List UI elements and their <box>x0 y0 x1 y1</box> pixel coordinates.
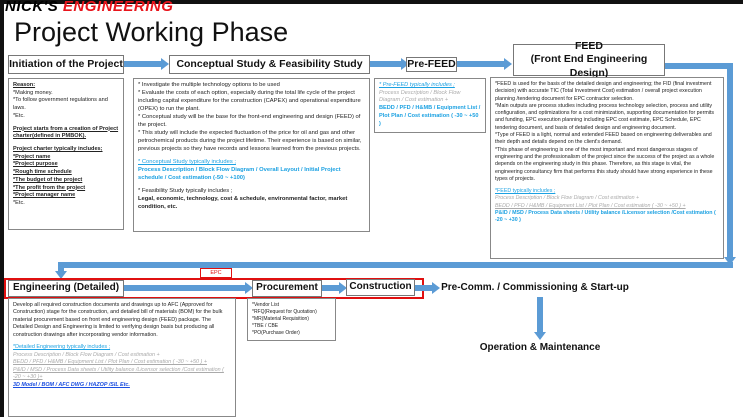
conceptual-includes-heading: * Conceptual Study typically includes ; <box>138 158 236 165</box>
conceptual-includes: Process Description / Block Flow Diagram… <box>138 166 341 181</box>
arrow-head <box>401 58 409 70</box>
prefeed-heading: * Pre-FEED typically includes ; <box>379 82 455 88</box>
arrow-head <box>534 332 546 340</box>
engineering-details: Develop all required construction docume… <box>8 298 236 417</box>
procurement-item: *TBE / CBE <box>252 322 279 329</box>
prefeed-grey: Process Description / Block Flow Diagram… <box>379 89 461 104</box>
arrow-conceptual-to-prefeed <box>370 61 402 67</box>
engineering-p1: Develop all required construction docume… <box>13 302 223 338</box>
charter-item: *Project purpose <box>13 161 58 168</box>
engineering-includes-heading: *Detailed Engineering typically includes… <box>13 344 111 351</box>
charter-item: *Project name <box>13 153 51 160</box>
initiation-details: Reason: *Making money. *To follow govern… <box>8 78 124 230</box>
arrow-head <box>724 257 736 265</box>
feed-grey2: BEDD / PFD / H&MB / Equipment List / Plo… <box>495 202 686 209</box>
arrow-initiation-to-conceptual <box>124 61 162 67</box>
arrow-prefeed-to-feed <box>457 61 505 67</box>
feed-includes-heading: *FEED typically includes ; <box>495 188 556 195</box>
arrow-proc-to-const <box>322 285 340 291</box>
slide-frame-left <box>0 0 4 417</box>
feed-subtitle: (Front End Engineering Design) <box>530 53 648 79</box>
feed-details: *FEED is used for the basis of the detai… <box>490 77 724 259</box>
procurement-item: *Vendor List <box>252 302 279 308</box>
feasibility-heading: * Feasibility Study typically includes ; <box>138 187 233 194</box>
logo: NICK'S ENGINEERING <box>5 0 174 15</box>
conceptual-details: * Investigate the multiple technology op… <box>133 78 370 232</box>
procurement-item: *RFQ(Request for Quotation) <box>252 308 317 315</box>
engineering-blue: 3D Model / BOM / AFC DWG / HAZOP /SIL Et… <box>13 381 130 388</box>
engineering-grey1: Process Description / Block Flow Diagram… <box>13 351 160 358</box>
conceptual-p2: * Evaluate the costs of each option, esp… <box>138 89 361 112</box>
phase-operation-maintenance[interactable]: Operation & Maintenance <box>470 340 610 357</box>
arrow-head <box>55 271 67 279</box>
charter-etc: *Etc. <box>13 200 25 207</box>
engineering-grey3: P&ID / MSD / Process Data sheets / Utili… <box>13 366 224 381</box>
page-title: Project Working Phase <box>14 17 289 47</box>
charter-item: *The budget of the project <box>13 176 83 183</box>
conceptual-p4: * This study will include the expected f… <box>138 129 362 152</box>
reason-heading: Reason: <box>13 82 36 88</box>
epc-label: EPC <box>200 268 232 278</box>
feed-p3: *Type of FEED is a light, normal and ext… <box>495 132 712 146</box>
conceptual-p3: * Conceptual study will be the base for … <box>138 113 361 128</box>
phase-conceptual-feasibility[interactable]: Conceptual Study & Feasibility Study <box>169 55 370 74</box>
feed-p1: *FEED is used for the basis of the detai… <box>495 81 712 102</box>
arrow-head <box>339 282 347 294</box>
arrow-precomm-to-om <box>537 297 543 333</box>
arrow-head <box>432 282 440 294</box>
phase-engineering[interactable]: Engineering (Detailed) <box>8 280 124 297</box>
engineering-grey2: BEDD / PFD / H&MB / Equipment List / Plo… <box>13 359 207 366</box>
procurement-details: *Vendor List *RFQ(Request for Quotation)… <box>247 298 336 341</box>
charter-item: *The profit from the project <box>13 184 86 191</box>
reason-item: *Etc. <box>13 112 25 119</box>
prefeed-details: * Pre-FEED typically includes ; Process … <box>374 78 486 133</box>
feed-p2: *Main outputs are process studies includ… <box>495 102 715 131</box>
conceptual-p1: * Investigate the multiple technology op… <box>138 82 280 88</box>
charter-item: *Rough time schedule <box>13 169 72 176</box>
phase-initiation[interactable]: Initiation of the Project <box>8 55 124 74</box>
feed-p4: *This phase of engineering is one of the… <box>495 146 715 182</box>
feasibility-includes: Legal, economic, technology, cost & sche… <box>138 195 348 210</box>
prefeed-blue: BEDD / PFD / H&MB / Equipment List / Plo… <box>379 105 481 127</box>
phase-prefeed[interactable]: Pre-FEED <box>406 57 457 72</box>
reason-item: *To follow government regulations and la… <box>13 97 108 112</box>
reason-item: *Making money. <box>13 89 53 96</box>
charter-start: Project starts from a creation of Projec… <box>13 125 119 140</box>
feed-blue: P&ID / MSD / Process Data sheets / Utili… <box>495 210 716 224</box>
arrow-feed-right <box>665 63 733 69</box>
phase-construction[interactable]: Construction <box>346 279 415 296</box>
phase-procurement[interactable]: Procurement <box>252 280 322 297</box>
arrow-return-down <box>58 262 64 272</box>
arrow-head <box>161 58 169 70</box>
feed-grey1: Process Description / Block Flow Diagram… <box>495 195 640 202</box>
charter-heading: Project charter typically includes; <box>13 146 103 153</box>
arrow-const-to-precomm <box>415 285 433 291</box>
arrow-return-left <box>58 262 733 268</box>
phase-precomm[interactable]: Pre-Comm. / Commissioning & Start-up <box>440 280 630 297</box>
arrow-eng-to-proc <box>124 285 246 291</box>
phase-feed[interactable]: FEED (Front End Engineering Design) <box>513 40 665 79</box>
procurement-item: *MR(Material Requisition) <box>252 315 309 322</box>
arrow-head <box>504 58 512 70</box>
arrow-feed-down <box>727 63 733 259</box>
feed-title: FEED <box>574 40 603 53</box>
procurement-item: *PO(Purchase Order) <box>252 329 300 336</box>
arrow-head <box>245 282 253 294</box>
slide-frame-top <box>0 0 743 4</box>
charter-item: *Project manager name <box>13 192 76 199</box>
